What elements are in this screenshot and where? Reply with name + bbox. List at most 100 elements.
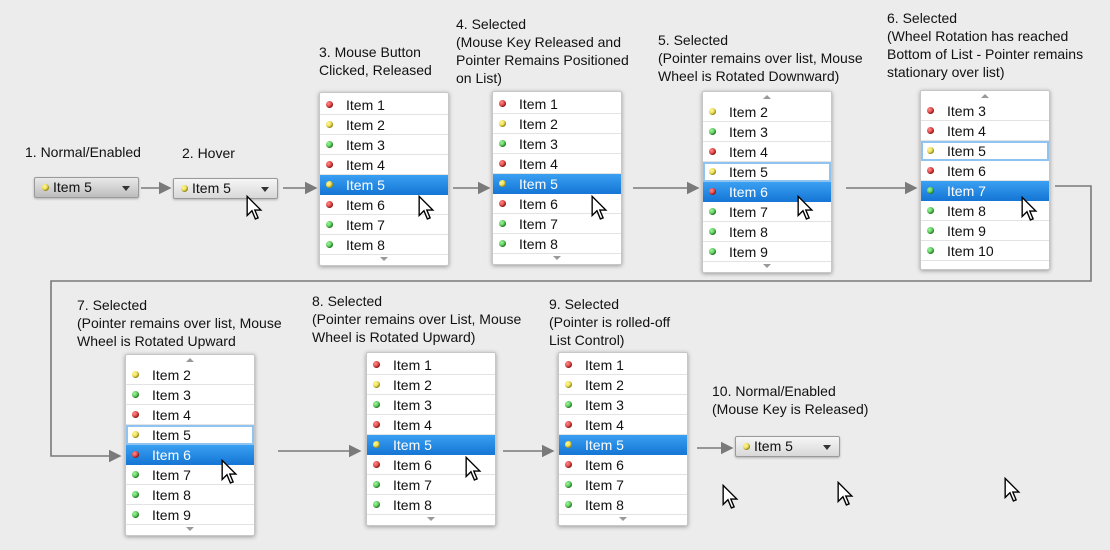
combo-step-10[interactable]: Item 5 xyxy=(735,436,840,457)
list-item[interactable]: Item 2 xyxy=(367,375,495,395)
list-item[interactable]: Item 3 xyxy=(921,101,1049,121)
list-item[interactable]: Item 9 xyxy=(126,505,254,525)
list-item[interactable]: Item 9 xyxy=(921,221,1049,241)
list-item[interactable]: Item 8 xyxy=(126,485,254,505)
list-item[interactable]: Item 2 xyxy=(703,102,831,122)
list-item[interactable]: Item 8 xyxy=(493,234,621,254)
list-item-label: Item 7 xyxy=(393,477,432,493)
scroll-up-button[interactable] xyxy=(921,91,1049,101)
arrow-pointer-icon xyxy=(591,195,608,220)
list-item[interactable]: Item 4 xyxy=(559,415,687,435)
list-item[interactable]: Item 2 xyxy=(126,365,254,385)
list-item-label: Item 7 xyxy=(519,216,558,232)
list-item[interactable]: Item 5 xyxy=(320,175,448,195)
list-item[interactable]: Item 6 xyxy=(367,455,495,475)
step-9-caption: 9. Selected (Pointer is rolled-off List … xyxy=(549,296,671,348)
list-item[interactable]: Item 3 xyxy=(703,122,831,142)
list-item[interactable]: Item 10 xyxy=(921,241,1049,261)
list-item-label: Item 5 xyxy=(519,176,558,192)
list-item[interactable]: Item 4 xyxy=(320,155,448,175)
status-dot-icon xyxy=(565,461,572,468)
combo-value: Item 5 xyxy=(754,438,793,454)
list-item-label: Item 8 xyxy=(585,497,624,513)
list-item[interactable]: Item 3 xyxy=(493,134,621,154)
list-item[interactable]: Item 1 xyxy=(493,94,621,114)
scroll-down-button[interactable] xyxy=(559,515,687,525)
list-item[interactable]: Item 1 xyxy=(559,355,687,375)
list-item[interactable]: Item 3 xyxy=(320,135,448,155)
list-item[interactable]: Item 6 xyxy=(559,455,687,475)
list-item[interactable]: Item 7 xyxy=(320,215,448,235)
list-item[interactable]: Item 1 xyxy=(320,95,448,115)
chevron-down-icon[interactable] xyxy=(122,186,130,191)
list-item[interactable]: Item 8 xyxy=(320,235,448,255)
list-item[interactable]: Item 9 xyxy=(703,242,831,262)
list-item[interactable]: Item 4 xyxy=(703,142,831,162)
list-item[interactable]: Item 4 xyxy=(126,405,254,425)
status-dot-icon xyxy=(373,461,380,468)
list-item[interactable]: Item 7 xyxy=(921,181,1049,201)
status-dot-icon xyxy=(927,127,934,134)
scroll-up-button[interactable] xyxy=(126,355,254,365)
chevron-down-icon xyxy=(427,517,435,521)
list-item[interactable]: Item 4 xyxy=(921,121,1049,141)
combo-step-2[interactable]: Item 5 xyxy=(173,178,278,199)
list-item[interactable]: Item 5 xyxy=(493,174,621,194)
list-item[interactable]: Item 4 xyxy=(493,154,621,174)
chevron-down-icon[interactable] xyxy=(823,445,831,450)
list-item[interactable]: Item 2 xyxy=(493,114,621,134)
list-item[interactable]: Item 5 xyxy=(559,435,687,455)
list-item[interactable]: Item 6 xyxy=(493,194,621,214)
list-item-label: Item 5 xyxy=(393,437,432,453)
list-item[interactable]: Item 2 xyxy=(320,115,448,135)
scroll-up-button[interactable] xyxy=(703,92,831,102)
status-dot-icon xyxy=(132,511,139,518)
list-item[interactable]: Item 8 xyxy=(367,495,495,515)
scroll-down-button[interactable] xyxy=(367,515,495,525)
list-item[interactable]: Item 8 xyxy=(703,222,831,242)
list-item[interactable]: Item 8 xyxy=(559,495,687,515)
arrow-pointer-icon xyxy=(246,195,263,220)
list-item[interactable]: Item 5 xyxy=(703,162,831,182)
list-item[interactable]: Item 5 xyxy=(367,435,495,455)
list-item[interactable]: Item 7 xyxy=(559,475,687,495)
list-item-label: Item 3 xyxy=(519,136,558,152)
list-item-label: Item 7 xyxy=(729,204,768,220)
list-item[interactable]: Item 5 xyxy=(921,141,1049,161)
list-item[interactable]: Item 5 xyxy=(126,425,254,445)
list-item[interactable]: Item 3 xyxy=(126,385,254,405)
list-item[interactable]: Item 7 xyxy=(126,465,254,485)
list-item[interactable]: Item 2 xyxy=(559,375,687,395)
list-item[interactable]: Item 6 xyxy=(320,195,448,215)
scroll-down-button[interactable] xyxy=(126,525,254,535)
list-item[interactable]: Item 7 xyxy=(703,202,831,222)
list-item[interactable]: Item 1 xyxy=(367,355,495,375)
list-item[interactable]: Item 3 xyxy=(559,395,687,415)
list-item-label: Item 6 xyxy=(585,457,624,473)
arrow-pointer-icon xyxy=(837,481,854,506)
list-item[interactable]: Item 4 xyxy=(367,415,495,435)
combo-value: Item 5 xyxy=(53,179,92,195)
list-item[interactable]: Item 7 xyxy=(493,214,621,234)
combo-step-1[interactable]: Item 5 xyxy=(34,177,139,198)
list-item[interactable]: Item 6 xyxy=(921,161,1049,181)
list-item[interactable]: Item 8 xyxy=(921,201,1049,221)
scroll-down-button[interactable] xyxy=(320,255,448,265)
step-5-caption: 5. Selected (Pointer remains over list, … xyxy=(658,32,863,84)
scroll-down-button[interactable] xyxy=(493,254,621,264)
scroll-down-button[interactable] xyxy=(703,262,831,272)
chevron-down-icon[interactable] xyxy=(261,187,269,192)
list-item-label: Item 3 xyxy=(393,397,432,413)
list-item[interactable]: Item 7 xyxy=(367,475,495,495)
list-item-label: Item 5 xyxy=(729,164,768,180)
list-item-label: Item 5 xyxy=(346,177,385,193)
list-item[interactable]: Item 3 xyxy=(367,395,495,415)
status-dot-icon xyxy=(499,160,506,167)
